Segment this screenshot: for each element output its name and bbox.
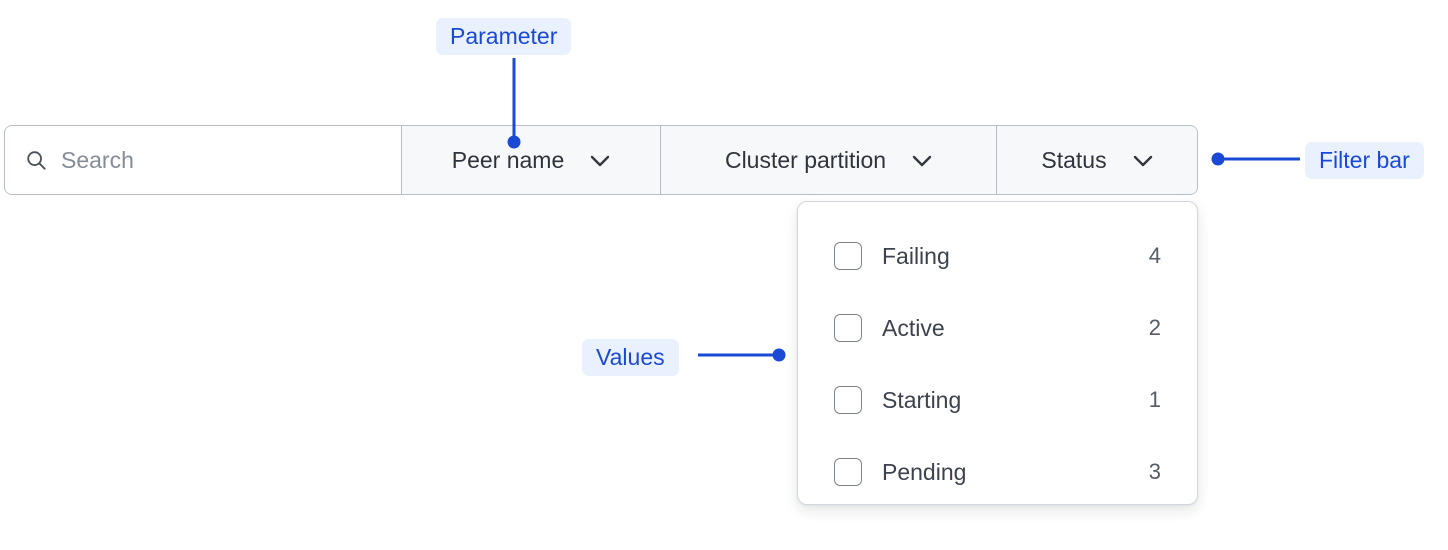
- annotation-badge-parameter: Parameter: [436, 18, 572, 55]
- checkbox-icon[interactable]: [834, 242, 862, 270]
- annotation-badge-filter-bar: Filter bar: [1305, 142, 1424, 179]
- dropdown-option-failing[interactable]: Failing 4: [834, 220, 1161, 292]
- search-input[interactable]: [61, 146, 361, 174]
- leader-dot-values: [772, 348, 786, 362]
- chevron-down-icon: [912, 155, 932, 166]
- dropdown-option-label: Starting: [882, 386, 962, 413]
- status-dropdown-panel: Failing 4 Active 2 Starting 1 Pending 3: [797, 201, 1198, 505]
- dropdown-option-label: Pending: [882, 458, 967, 485]
- annotation-badge-values: Values: [582, 339, 679, 376]
- filter-bar: Peer name Cluster partition Status: [4, 125, 1198, 195]
- search-icon: [27, 151, 46, 170]
- dropdown-option-label: Active: [882, 314, 945, 341]
- chevron-down-icon: [1133, 155, 1152, 166]
- dropdown-option-active[interactable]: Active 2: [834, 292, 1161, 364]
- dropdown-option-count: 3: [1148, 459, 1161, 484]
- dropdown-option-label: Failing: [882, 242, 950, 269]
- checkbox-icon[interactable]: [834, 458, 862, 486]
- leader-dot-filter-bar: [1211, 152, 1225, 166]
- filter-button-cluster-partition[interactable]: Cluster partition: [661, 126, 997, 194]
- dropdown-option-count: 2: [1148, 315, 1161, 340]
- dropdown-option-count: 4: [1148, 243, 1161, 268]
- search-field[interactable]: [5, 126, 402, 194]
- checkbox-icon[interactable]: [834, 314, 862, 342]
- dropdown-option-pending[interactable]: Pending 3: [834, 436, 1161, 508]
- filter-button-cluster-partition-label: Cluster partition: [724, 146, 887, 173]
- filter-button-peer-name-label: Peer name: [451, 146, 565, 173]
- chevron-down-icon: [591, 155, 610, 166]
- dropdown-option-starting[interactable]: Starting 1: [834, 364, 1161, 436]
- filter-button-status[interactable]: Status: [997, 126, 1197, 194]
- dropdown-option-count: 1: [1148, 387, 1161, 412]
- filter-button-status-label: Status: [1041, 146, 1107, 173]
- filter-button-peer-name[interactable]: Peer name: [402, 126, 661, 194]
- checkbox-icon[interactable]: [834, 386, 862, 414]
